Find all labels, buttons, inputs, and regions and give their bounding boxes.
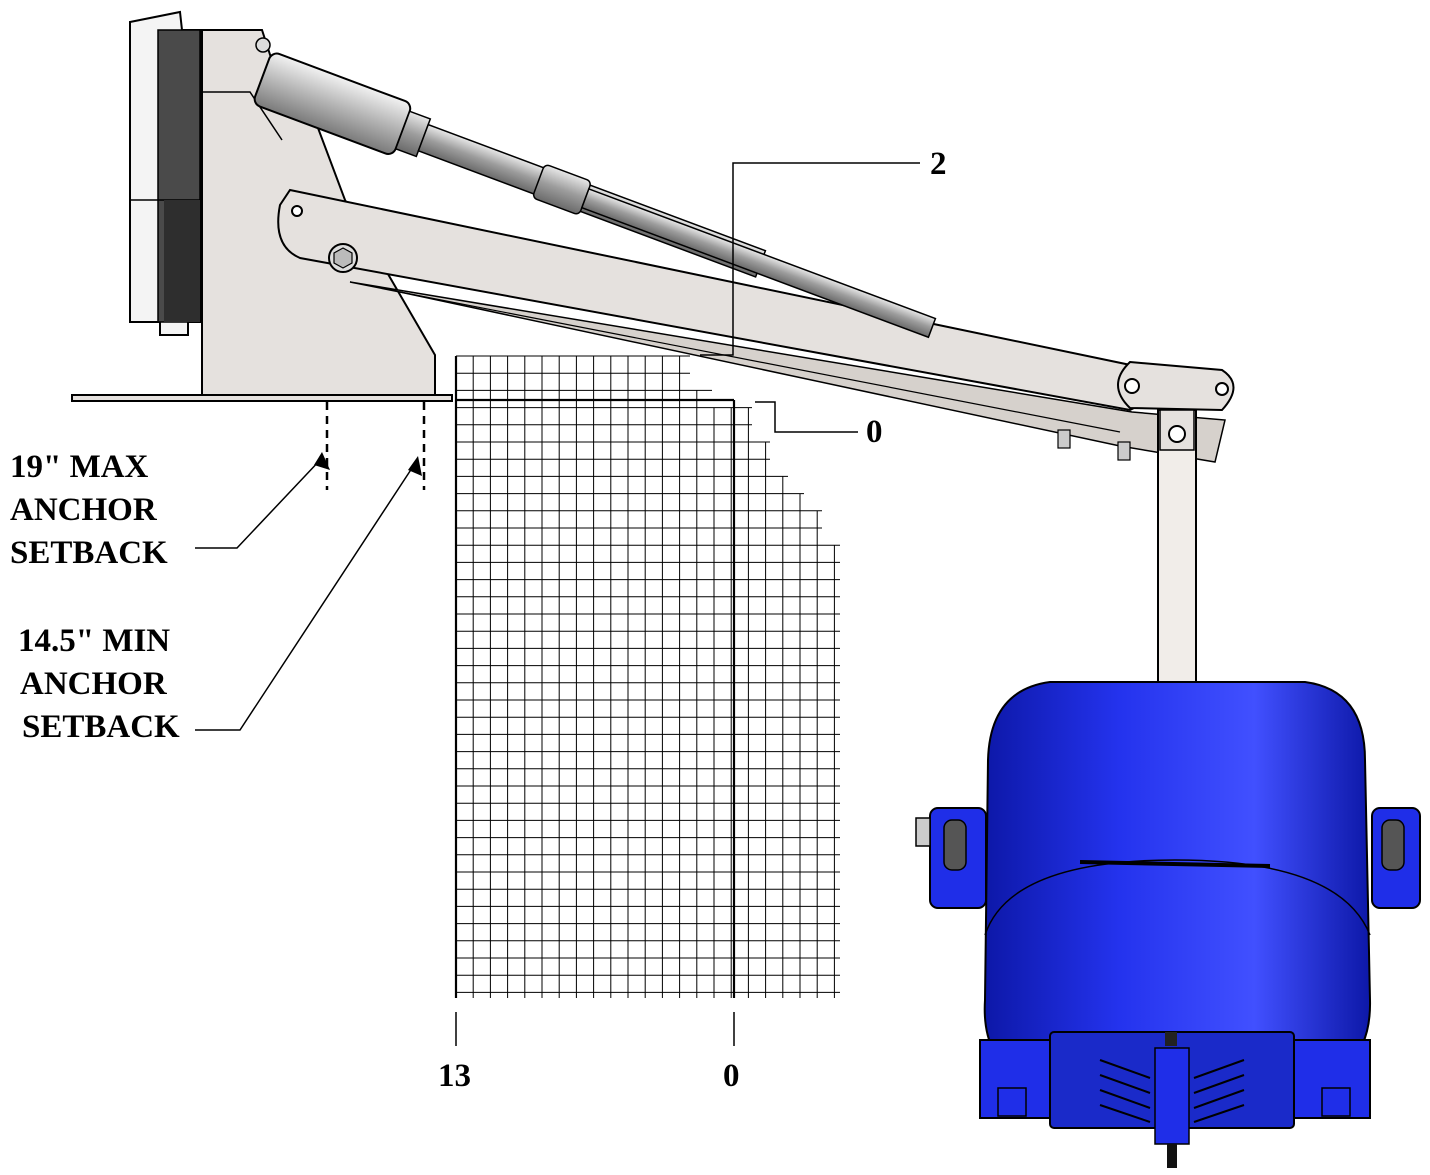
pivot-plate (1117, 360, 1235, 412)
max-anchor-setback-label: 19" MAX ANCHOR SETBACK (10, 446, 168, 575)
min-setback-line1: 14.5" MIN (18, 623, 171, 659)
max-setback-line1: 19" MAX (10, 449, 149, 485)
level-leaders (455, 162, 920, 1046)
seat-post (1157, 409, 1197, 683)
horizontal-right-label: 0 (723, 1058, 740, 1094)
water-level-lower-label: 0 (866, 414, 883, 450)
control-box-icon (129, 10, 201, 336)
max-setback-line3: SETBACK (10, 535, 168, 571)
water-level-upper-label: 2 (930, 146, 947, 182)
max-setback-line2: ANCHOR (10, 492, 157, 528)
depth-grid (454, 355, 840, 998)
anchor-setback-lines (195, 402, 426, 731)
min-anchor-setback-label: 14.5" MIN ANCHOR SETBACK (18, 620, 180, 749)
min-setback-line2: ANCHOR (20, 666, 167, 702)
min-setback-line3: SETBACK (22, 709, 180, 745)
horizontal-left-label: 13 (438, 1058, 471, 1094)
footrest-icon (1049, 1031, 1295, 1168)
actuator-icon (253, 37, 937, 339)
boom-arm (277, 188, 1226, 463)
